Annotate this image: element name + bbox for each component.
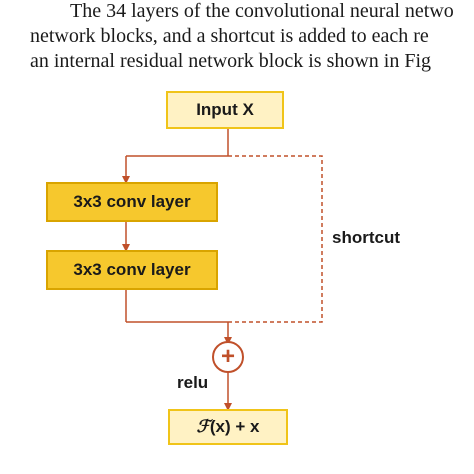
output-node: ℱ (x) + x (168, 409, 288, 445)
relu-label: relu (177, 373, 209, 392)
output-expression: (x) + x (209, 417, 260, 436)
shortcut-label: shortcut (332, 228, 400, 247)
conv-layer-2-node: 3x3 conv layer (46, 250, 218, 290)
body-text-line-2: network blocks, and a shortcut is added … (30, 25, 429, 47)
conv-layer-1-node: 3x3 conv layer (46, 182, 218, 222)
input-x-node: Input X (166, 91, 284, 129)
body-text-line-3: an internal residual network block is sh… (30, 50, 432, 72)
output-fx-symbol: ℱ (196, 417, 210, 437)
add-symbol: + (221, 343, 235, 370)
body-text-line-1: The 34 layers of the convolutional neura… (70, 0, 454, 22)
shortcut-path (228, 155, 323, 323)
